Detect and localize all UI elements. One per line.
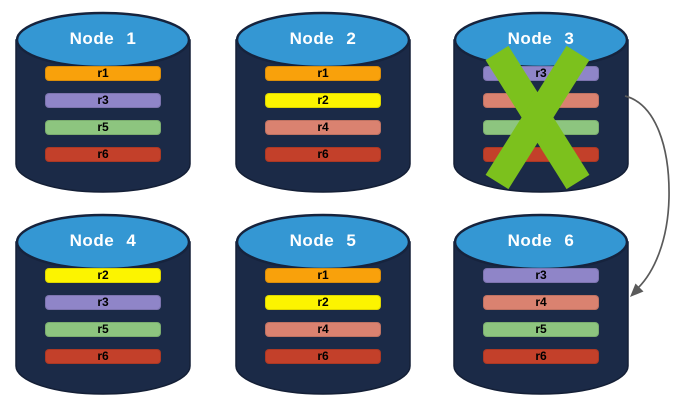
node-5: Node 5 r1 r2 r4 r6 xyxy=(234,210,412,402)
replica-bar-r6: r6 xyxy=(45,349,161,364)
replica-bar-r1: r1 xyxy=(45,66,161,81)
arrowhead-icon xyxy=(630,283,644,297)
replica-list: r1 r2 r4 r6 xyxy=(265,268,381,376)
replica-bar-r5: r5 xyxy=(45,322,161,337)
node-title: Node 1 xyxy=(69,29,137,48)
replica-bar-r3: r3 xyxy=(483,268,599,283)
replica-bar-r3: r3 xyxy=(45,93,161,108)
node-title: Node 5 xyxy=(289,231,357,250)
replica-bar-r1: r1 xyxy=(265,66,381,81)
replica-list: r2 r3 r5 r6 xyxy=(45,268,161,376)
replica-bar-r1: r1 xyxy=(265,268,381,283)
replica-bar-r2: r2 xyxy=(265,295,381,310)
replica-list: r1 r3 r5 r6 xyxy=(45,66,161,174)
replica-list: r3 r4 r5 r6 xyxy=(483,268,599,376)
replica-list: r1 r2 r4 r6 xyxy=(265,66,381,174)
node-2: Node 2 r1 r2 r4 r6 xyxy=(234,8,412,200)
replica-bar-r2: r2 xyxy=(45,268,161,283)
failure-x-icon xyxy=(485,45,590,190)
replica-bar-r3: r3 xyxy=(45,295,161,310)
node-title: Node 6 xyxy=(507,231,575,250)
node-title: Node 4 xyxy=(69,231,137,250)
replica-bar-r6: r6 xyxy=(265,147,381,162)
replica-bar-r2: r2 xyxy=(265,93,381,108)
node-title: Node 3 xyxy=(507,29,575,48)
node-6: Node 6 r3 r4 r5 r6 xyxy=(452,210,630,402)
replica-bar-r4: r4 xyxy=(483,295,599,310)
replica-bar-r6: r6 xyxy=(483,349,599,364)
failover-arrow xyxy=(624,95,670,297)
replica-bar-r6: r6 xyxy=(265,349,381,364)
replica-bar-r6: r6 xyxy=(45,147,161,162)
replica-bar-r4: r4 xyxy=(265,120,381,135)
replica-bar-r4: r4 xyxy=(265,322,381,337)
replica-bar-r5: r5 xyxy=(45,120,161,135)
node-1: Node 1 r1 r3 r5 r6 xyxy=(14,8,192,200)
node-4: Node 4 r2 r3 r5 r6 xyxy=(14,210,192,402)
replica-bar-r5: r5 xyxy=(483,322,599,337)
node-title: Node 2 xyxy=(289,29,357,48)
node-3: Node 3 r3 xyxy=(452,8,630,200)
